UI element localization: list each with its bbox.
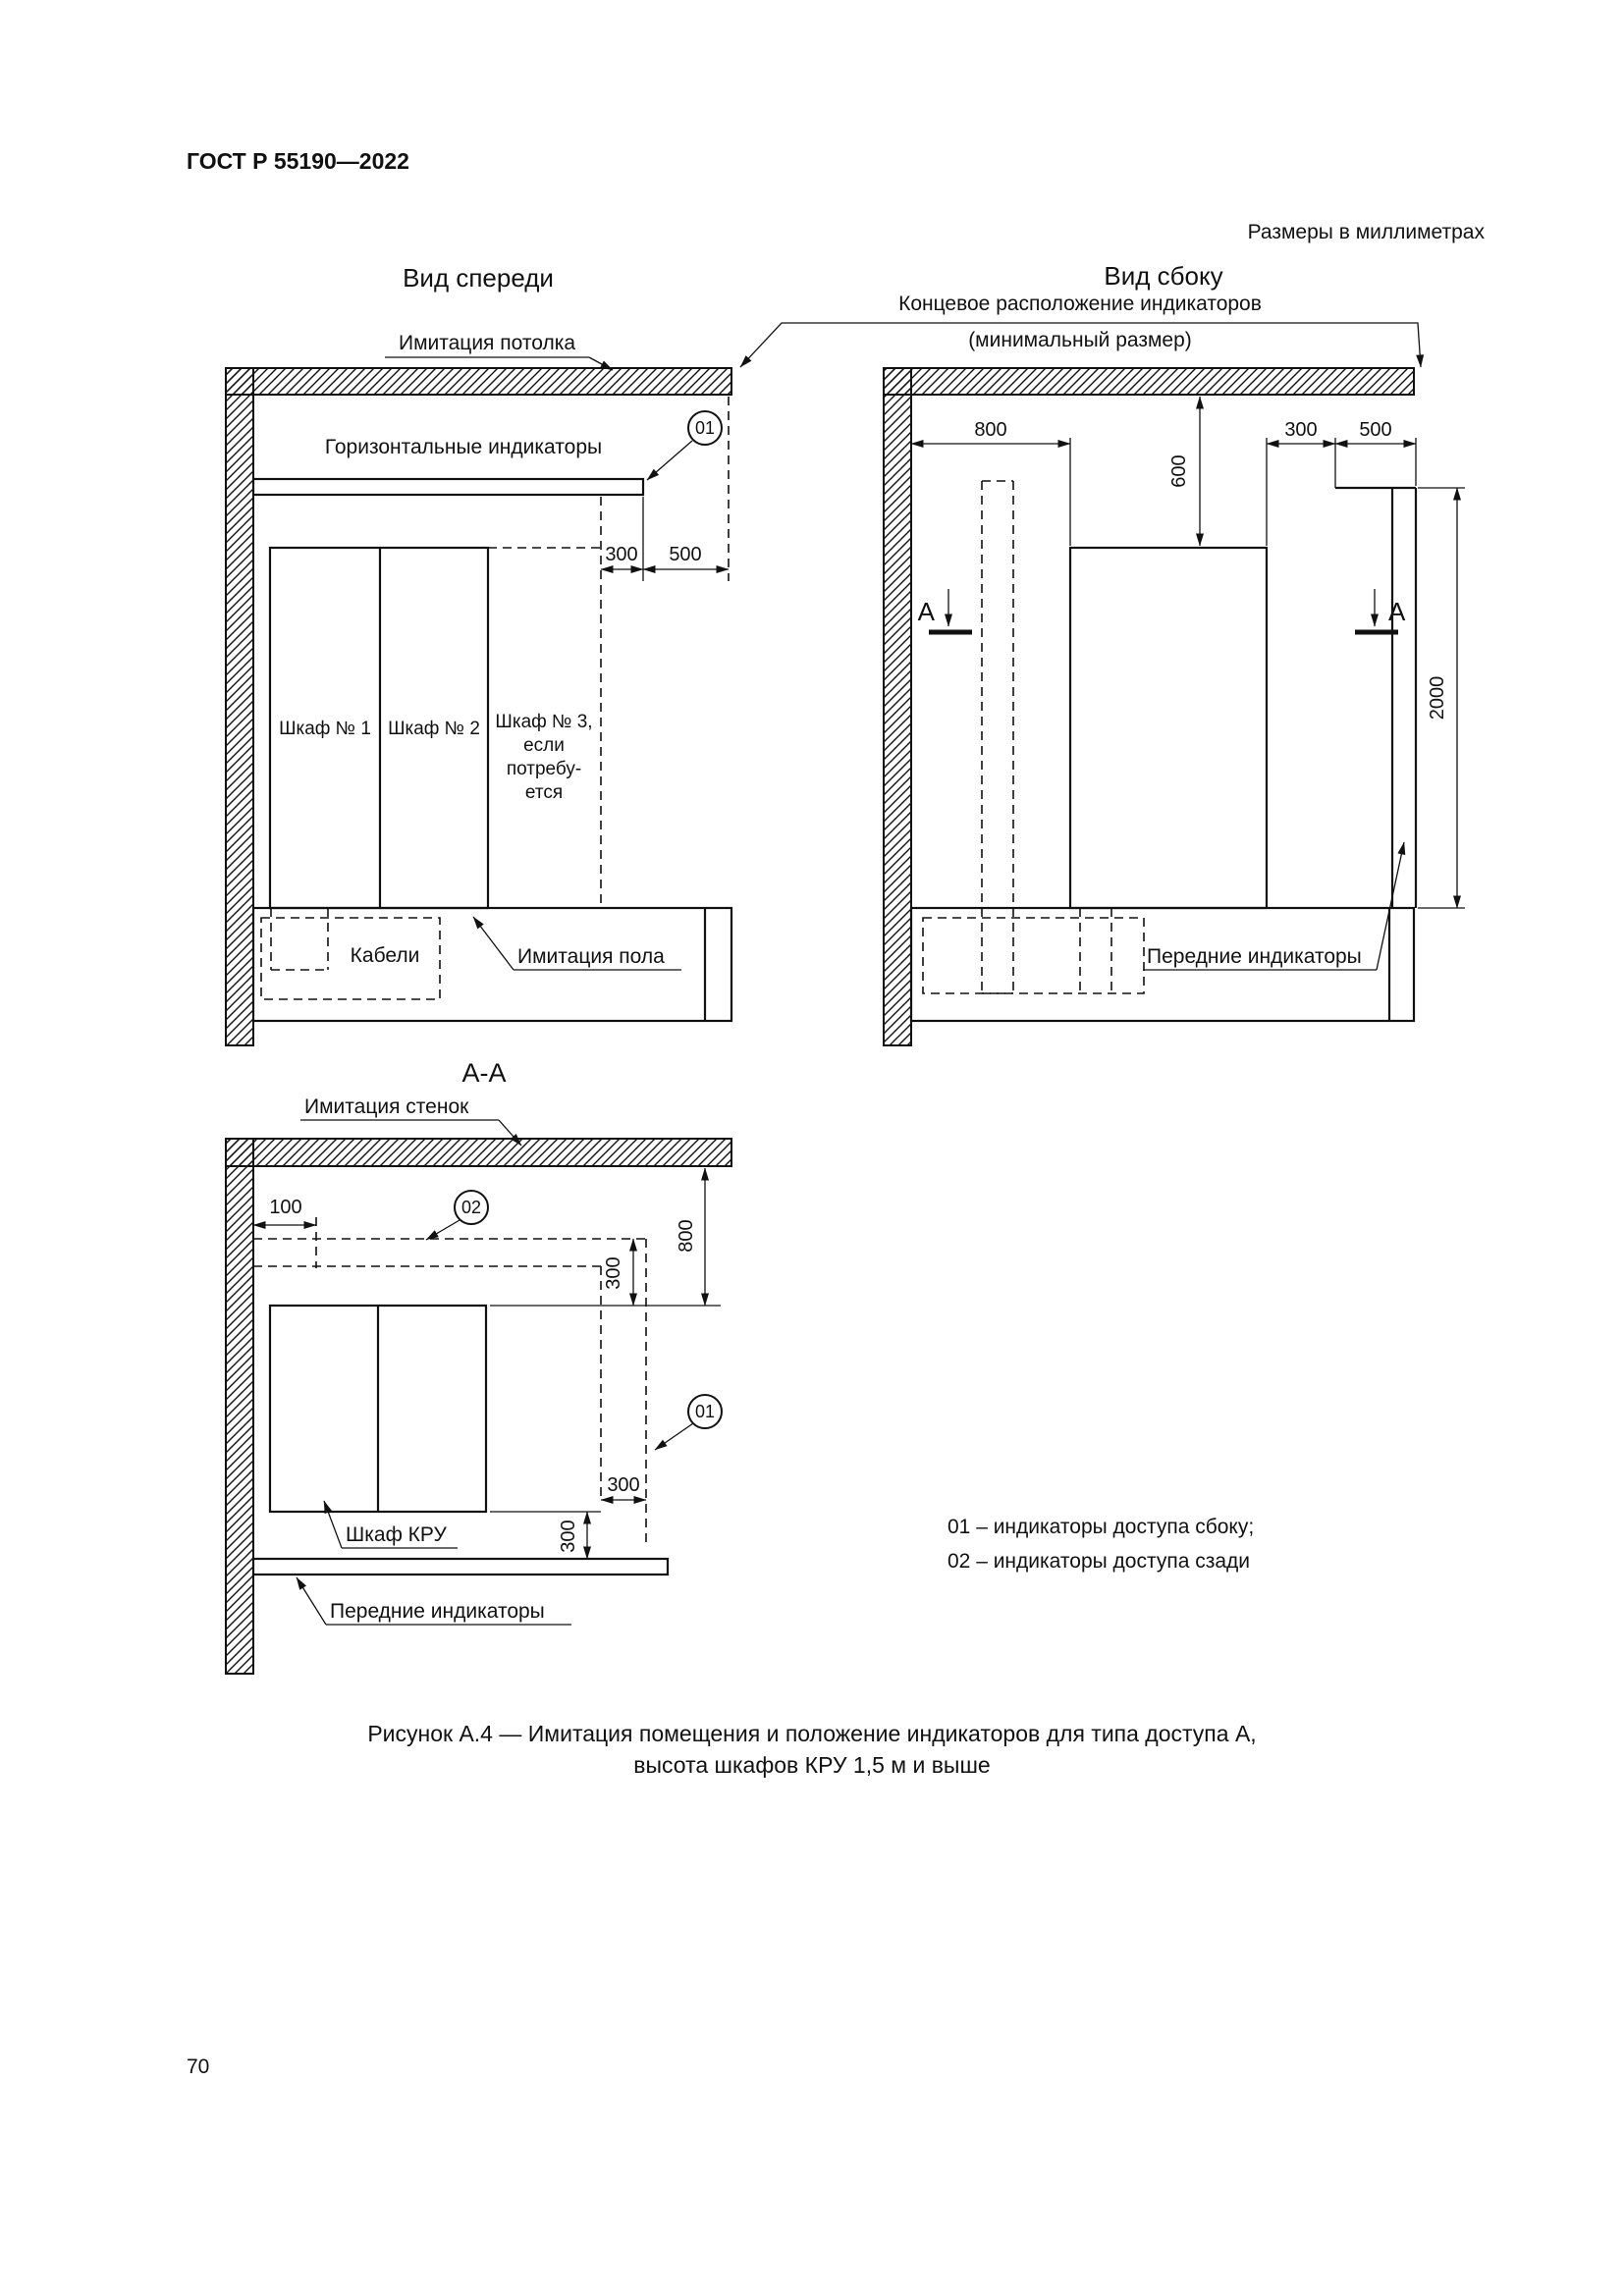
dim-300-front-value: 300	[558, 1520, 579, 1552]
horizontal-indicators-label: Горизонтальные индикаторы	[325, 436, 602, 458]
floor-leader-arrow	[472, 916, 514, 971]
cabinet-2-label: Шкаф № 2	[388, 719, 480, 739]
cable-channel-dashed-box	[260, 917, 441, 1000]
legend-item-01: 01 – индикаторы доступа сбоку;	[947, 1516, 1254, 1538]
callout-02-circle	[454, 1190, 489, 1225]
front-view: Вид спереди Имитация потолка Горизонталь…	[225, 263, 733, 1046]
front-indicators-leader	[296, 1576, 327, 1626]
cabinet-kru-leader	[323, 1500, 343, 1549]
floor-imitation-label: Имитация пола	[517, 945, 665, 968]
dim-300-value: 300	[605, 544, 637, 565]
section-left-wall-hatch	[225, 1138, 254, 1675]
callout-01-label: 01	[695, 1402, 715, 1421]
dim-500-value: 500	[1359, 419, 1391, 441]
end-position-note-l2: (минимальный размер)	[968, 329, 1192, 351]
side-view: Вид сбоку Концевое расположение индикато…	[739, 261, 1465, 1046]
dim-800-value: 800	[974, 419, 1006, 441]
front-wall-hatch	[225, 367, 254, 1046]
front-indicators-label-plan: Передние индикаторы	[330, 1600, 545, 1623]
cabinet-3-label-l1: Шкаф № 3,	[495, 712, 592, 732]
figure-caption-line2: высота шкафов КРУ 1,5 м и выше	[633, 1752, 990, 1778]
callout-01-leader	[654, 1422, 694, 1451]
dim-2000-value: 2000	[1427, 676, 1448, 721]
front-ceiling-hatch	[225, 367, 732, 396]
end-position-leader	[739, 322, 1425, 368]
section-top-wall-hatch	[225, 1138, 732, 1167]
dim-300-value: 300	[1284, 419, 1317, 441]
ceiling-imitation-label: Имитация потолка	[399, 332, 575, 354]
front-indicators-label-side: Передние индикаторы	[1147, 945, 1362, 968]
cables-label: Кабели	[351, 944, 420, 967]
dim-600-value: 600	[1168, 454, 1190, 487]
cabinet-3-label-l2: если	[523, 735, 565, 756]
callout-02-label: 02	[461, 1198, 481, 1217]
doc-header: ГОСТ Р 55190—2022	[187, 148, 409, 174]
dim-100-value: 100	[269, 1197, 301, 1218]
callout-02-leader	[425, 1219, 460, 1241]
callout-01-label: 01	[695, 418, 715, 438]
section-title: А-А	[461, 1058, 506, 1088]
callout-01-circle	[687, 410, 723, 446]
units-note: Размеры в миллиметрах	[1248, 221, 1486, 243]
side-cable-channel-dashed	[922, 917, 1145, 994]
section-letter-right: А	[1388, 597, 1406, 626]
cabinet-1-label: Шкаф № 1	[279, 719, 371, 739]
legend-item-02: 02 – индикаторы доступа сзади	[947, 1550, 1250, 1573]
cabinet-3-label-l3: потребу-	[507, 759, 581, 779]
dim-500-value: 500	[669, 544, 701, 565]
side-floor-outline	[909, 906, 1416, 1023]
section-view-aa: А-А Имитация стенок 100 02 800 300 01 30…	[225, 1058, 732, 1675]
dim-300-side-value: 300	[607, 1474, 639, 1496]
front-indicators-leader	[1376, 841, 1406, 971]
side-wall-hatch	[883, 367, 912, 1046]
walls-imitation-label: Имитация стенок	[304, 1095, 469, 1118]
end-position-note-l1: Концевое расположение индикаторов	[898, 293, 1262, 315]
legend: 01 – индикаторы доступа сбоку; 02 – инди…	[947, 1516, 1254, 1573]
ceiling-leader-arrow	[588, 356, 614, 371]
dim-800-value: 800	[676, 1219, 697, 1252]
cabinet-3-label-l4: ется	[525, 782, 563, 803]
side-view-title: Вид сбоку	[1104, 261, 1222, 291]
front-indicator-bar-plan	[251, 1557, 670, 1576]
figure-caption-line1: Рисунок А.4 — Имитация помещения и полож…	[367, 1721, 1256, 1746]
dim-300-rear-value: 300	[603, 1256, 624, 1289]
callout-01-circle	[687, 1394, 723, 1429]
callout-01-leader	[646, 440, 693, 481]
section-letter-left: А	[918, 597, 936, 626]
cabinet-side-outline	[1068, 546, 1269, 910]
front-view-title: Вид спереди	[403, 263, 554, 293]
cabinet-kru-label: Шкаф КРУ	[346, 1523, 447, 1546]
floor-imitation-outline	[251, 906, 733, 1023]
side-ceiling-hatch	[883, 367, 1415, 396]
page-number: 70	[187, 2056, 209, 2078]
horizontal-indicator-bar	[251, 477, 645, 497]
